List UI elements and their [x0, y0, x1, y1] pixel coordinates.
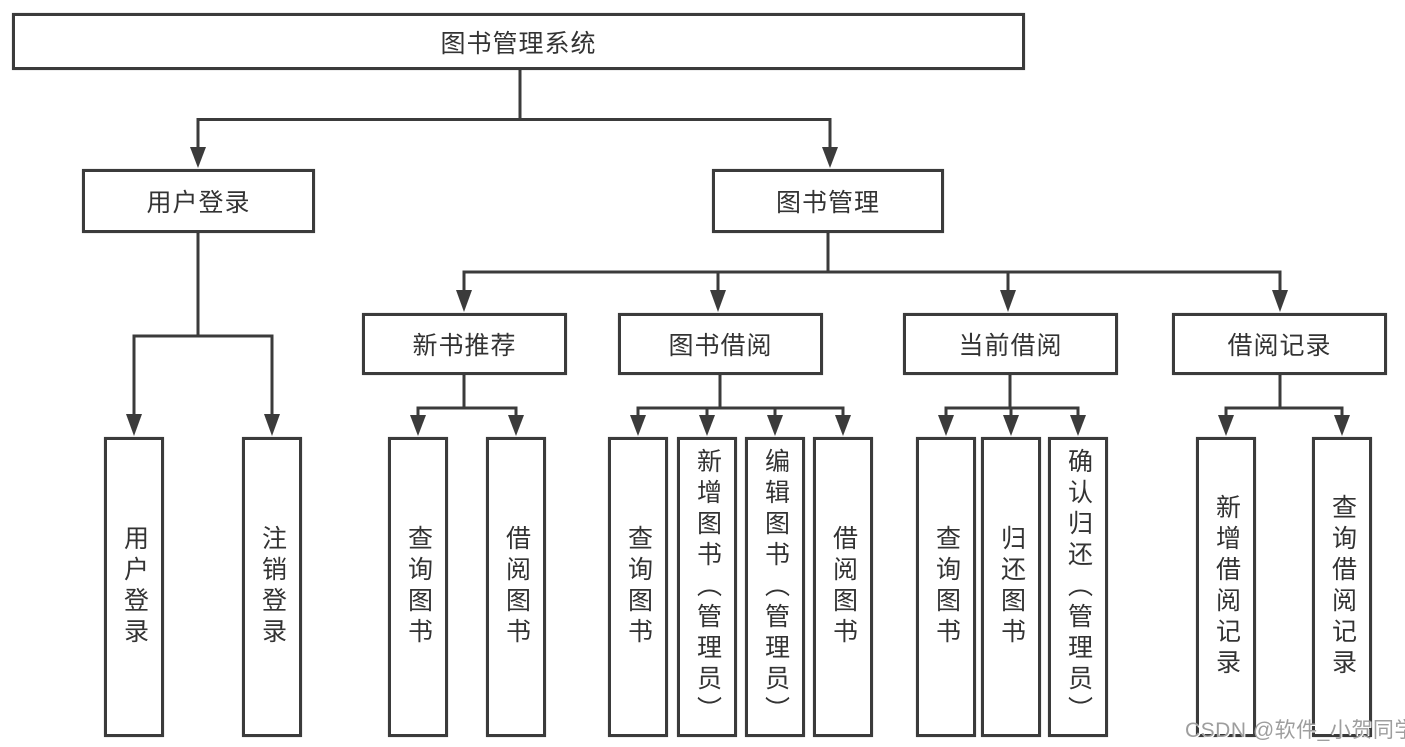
node-current-borrowing: 当前借阅	[903, 313, 1118, 375]
leaf-query-books-current: 查询图书	[916, 437, 976, 737]
node-label: 借阅记录	[1227, 332, 1332, 360]
leaf-label: 归还图书	[997, 525, 1026, 649]
csdn-watermark: CSDN @软件_小贺同学	[1185, 719, 1405, 742]
leaf-label: 查询图书	[404, 525, 433, 649]
node-label: 新书推荐	[412, 332, 517, 360]
node-label: 图书管理	[775, 189, 880, 217]
connectors-new-book-recommendation-branch	[410, 375, 524, 436]
leaf-query-books-recommend: 查询图书	[388, 437, 448, 737]
leaf-label: 用户登录	[120, 525, 149, 649]
leaf-add-book-admin: 新增图书（管理员）	[677, 437, 737, 737]
connectors-root-to-level2	[190, 68, 838, 168]
leaf-borrow-books-recommend: 借阅图书	[486, 437, 546, 737]
leaf-label: 借阅图书	[502, 525, 531, 649]
connectors-user-login-branch	[126, 233, 280, 436]
node-library-management-system: 图书管理系统	[12, 13, 1025, 70]
leaf-edit-book-admin: 编辑图书（管理员）	[745, 437, 805, 737]
leaf-label: 查询借阅记录	[1328, 494, 1357, 680]
leaf-query-borrow-record: 查询借阅记录	[1312, 437, 1372, 737]
node-label: 当前借阅	[958, 332, 1063, 360]
node-book-borrowing: 图书借阅	[618, 313, 823, 375]
node-user-login: 用户登录	[82, 169, 315, 233]
node-label: 图书管理系统	[440, 29, 597, 58]
connectors-borrowing-records-branch	[1218, 375, 1350, 436]
leaf-return-books: 归还图书	[981, 437, 1041, 737]
connectors-book-management-branch	[456, 233, 1288, 312]
connectors-current-borrowing-branch	[938, 375, 1086, 436]
leaf-label: 确认归还（管理员）	[1064, 447, 1093, 727]
node-new-book-recommendation: 新书推荐	[362, 313, 567, 375]
leaf-label: 查询图书	[624, 525, 653, 649]
leaf-add-borrow-record: 新增借阅记录	[1196, 437, 1256, 737]
leaf-logout: 注销登录	[242, 437, 302, 737]
leaf-label: 新增借阅记录	[1212, 494, 1241, 680]
node-label: 图书借阅	[668, 332, 773, 360]
leaf-label: 查询图书	[932, 525, 961, 649]
leaf-borrow-books: 借阅图书	[813, 437, 873, 737]
leaf-user-login: 用户登录	[104, 437, 164, 737]
leaf-label: 编辑图书（管理员）	[761, 447, 790, 727]
leaf-query-books-borrow: 查询图书	[608, 437, 668, 737]
connectors-book-borrowing-branch	[630, 375, 851, 436]
node-label: 用户登录	[146, 189, 251, 217]
leaf-label: 新增图书（管理员）	[693, 447, 722, 727]
leaf-label: 注销登录	[258, 525, 287, 649]
leaf-label: 借阅图书	[829, 525, 858, 649]
node-book-management: 图书管理	[712, 169, 944, 233]
node-borrowing-records: 借阅记录	[1172, 313, 1387, 375]
leaf-confirm-return-admin: 确认归还（管理员）	[1048, 437, 1108, 737]
